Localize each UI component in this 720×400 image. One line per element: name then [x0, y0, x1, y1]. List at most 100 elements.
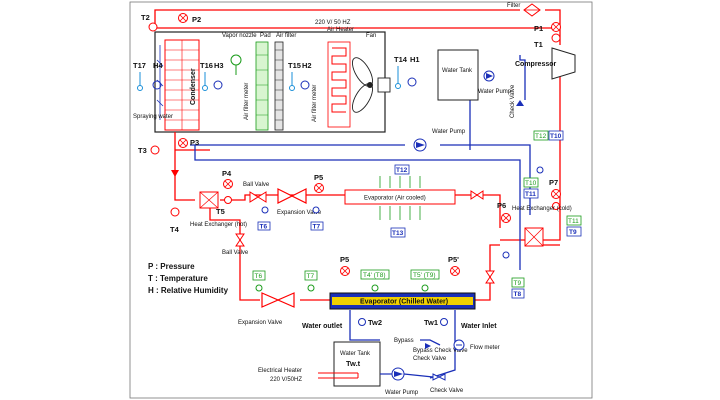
sensor-T7-green: T7: [307, 273, 315, 280]
sensor-P1: P1: [534, 24, 543, 33]
check-valve-icon: [425, 343, 431, 349]
sensor-T9-green: T9: [514, 280, 522, 287]
sensor-T1: T1: [534, 40, 543, 49]
sensor-T5p-T9: T5' (T9): [413, 272, 436, 279]
refrigerant-lines: [154, 9, 561, 301]
thermometer-icon: [307, 284, 315, 292]
thermometer-icon: [421, 284, 429, 292]
evaporator-air-cooled: [344, 189, 456, 205]
sensor-Tw1: Tw1: [424, 318, 438, 327]
thermometer-icon: [395, 66, 401, 89]
ball-valve-left-label: Ball Valve: [222, 250, 249, 256]
ball-valve-top-label: Ball Valve: [243, 182, 270, 188]
sensor-T2: T2: [141, 13, 150, 22]
electrical-heater-coil: [318, 372, 359, 379]
sensor-tag-T12-green: [533, 130, 549, 141]
pressure-gauge-icon: [340, 266, 350, 276]
thermometer-icon: [536, 166, 544, 174]
water-lines: [403, 373, 434, 378]
pressure-gauge-icon: [314, 183, 324, 193]
legend-humidity: H : Relative Humidity: [148, 286, 229, 295]
sensor-tag-T7: [310, 221, 324, 231]
flow-meter-icon: [453, 339, 465, 351]
sensor-T9: T9: [569, 229, 577, 236]
sensor-tag-T6-green: [252, 270, 266, 281]
thermometer-icon: [502, 251, 510, 259]
sensor-T5: T5: [216, 207, 225, 216]
humidity-sensor-icon: [213, 80, 223, 90]
water-pump-icon: [391, 367, 405, 381]
sensor-tag-T13: [390, 227, 406, 238]
pressure-gauge-icon: [223, 179, 233, 189]
air-filter-meter-label-2: Air filter meter: [312, 85, 318, 122]
water-inlet-label: Water Inlet: [461, 323, 497, 330]
electrical-heater-label: Electrical Heater: [258, 368, 302, 374]
humidity-sensor-icon: [152, 80, 162, 90]
fan-icon: [352, 57, 391, 113]
pressure-gauge-icon: [178, 138, 188, 148]
sensor-P5-lower: P5: [340, 255, 349, 264]
sensor-P6: P6: [497, 201, 506, 210]
sensor-T3: T3: [138, 146, 147, 155]
sensor-tag-T9-green: [511, 277, 525, 288]
thermometer-icon: [148, 22, 158, 32]
water-pump-top-label: Water Pump: [478, 89, 512, 95]
sensor-P3: P3: [190, 138, 199, 147]
thermometer-icon: [202, 72, 208, 91]
thermometer-icon: [440, 318, 448, 326]
bypass-check-valve-label: Bypass Check Valve: [413, 348, 468, 354]
sensor-T14: T14: [394, 55, 408, 64]
sensor-P5: P5: [314, 173, 323, 182]
expansion-valve-icon: [261, 292, 295, 308]
pressure-gauge-icon: [178, 13, 188, 23]
sensor-T10: T10: [550, 133, 562, 140]
legend-pressure: P : Pressure: [148, 262, 195, 271]
sensor-T16: T16: [200, 61, 213, 70]
sensor-tag-T11: [523, 188, 539, 199]
sensor-P7: P7: [549, 178, 558, 187]
pad-block: [255, 41, 269, 131]
sensor-P5p: P5': [448, 255, 459, 264]
sensor-tag-T6: [257, 221, 271, 231]
sensor-T6-green: T6: [255, 273, 263, 280]
sensor-T15: T15: [288, 61, 301, 70]
flow-arrow-icon: [171, 170, 179, 177]
thermometer-icon: [358, 318, 366, 326]
water-pump-icon: [413, 138, 427, 152]
thermometer-icon: [137, 72, 143, 91]
sensor-H4: H4: [153, 61, 163, 70]
pressure-gauge-icon: [450, 266, 460, 276]
sensor-Tw2: Tw2: [368, 318, 382, 327]
thermometer-icon: [150, 145, 160, 155]
water-tank-top-label: Water Tank: [442, 68, 473, 74]
sensor-T17: T17: [133, 61, 146, 70]
legend-temperature: T : Temperature: [148, 274, 208, 283]
heat-exchanger-cold-label: Heat Exchanger (cold): [512, 206, 572, 212]
thermometer-icon: [551, 33, 561, 43]
diagram-frame: [129, 1, 593, 399]
thermometer-icon: [255, 284, 263, 292]
thermometer-icon: [289, 72, 295, 91]
ball-valve-icon: [249, 191, 267, 203]
sensor-T4: T4: [170, 225, 180, 234]
check-valve-icon: [432, 373, 446, 381]
bypass-label: Bypass: [394, 338, 414, 344]
sensor-P2: P2: [192, 15, 201, 24]
ball-valve-icon: [235, 233, 245, 247]
humidity-sensor-icon: [407, 77, 417, 87]
sensor-T7: T7: [313, 224, 321, 231]
sensor-P4: P4: [222, 169, 232, 178]
heat-exchanger-hot: [199, 191, 219, 209]
sensor-T8: T8: [514, 291, 522, 298]
sensor-T11-green: T11: [568, 218, 579, 225]
water-pump-bottom-label: Water Pump: [385, 390, 419, 396]
heat-exchanger-cold: [524, 227, 544, 247]
vapor-nozzle-label: Vapor nozzle: [222, 33, 257, 39]
ball-valve-icon: [485, 270, 495, 284]
pressure-gauge-icon: [551, 189, 561, 199]
air-filter-meter-label-1: Air filter meter: [244, 83, 250, 120]
ball-valve-icon: [470, 190, 484, 200]
thermometer-icon: [170, 207, 180, 217]
thermometer-icon: [312, 206, 320, 214]
sensor-tag-T11-green: [566, 215, 582, 226]
